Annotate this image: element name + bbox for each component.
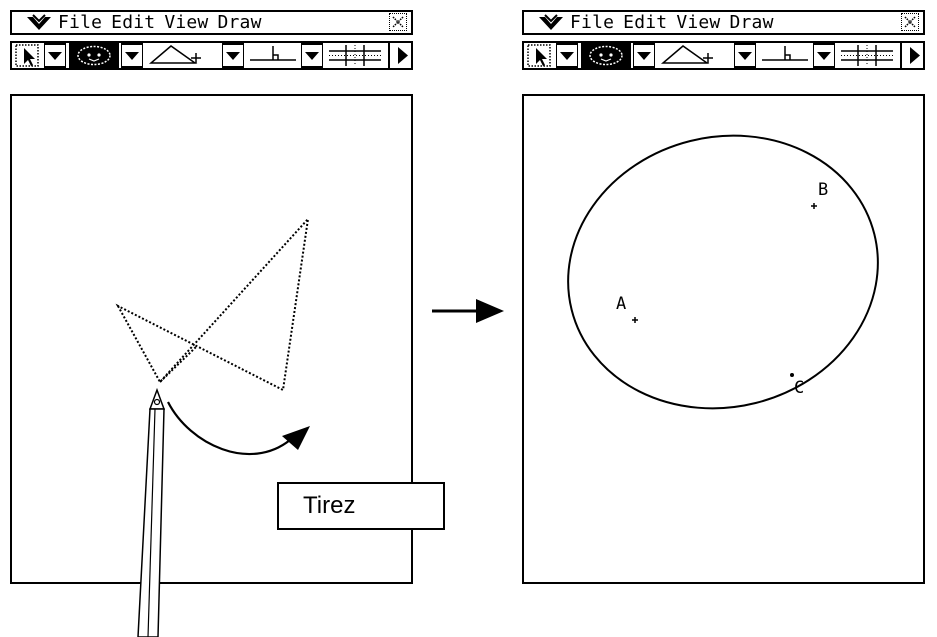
- point-b-label: B: [818, 180, 829, 200]
- menu-draw[interactable]: Draw: [217, 12, 262, 33]
- select-tool-icon[interactable]: [14, 43, 42, 68]
- triangle-tool-icon[interactable]: [145, 43, 221, 68]
- grid-tool-icon[interactable]: [838, 43, 896, 68]
- triangle-tool-icon[interactable]: [657, 43, 733, 68]
- toolbar: [10, 41, 413, 70]
- perpendicular-tool-icon[interactable]: [246, 43, 300, 68]
- menu-draw[interactable]: Draw: [729, 12, 774, 33]
- circle-tool-dropdown-icon[interactable]: [633, 43, 655, 68]
- close-icon[interactable]: [901, 13, 919, 31]
- select-tool-dropdown-icon[interactable]: [44, 43, 66, 68]
- circle-tool-icon[interactable]: [581, 43, 631, 68]
- point-c-marker: [790, 373, 794, 377]
- triangle-tool-dropdown-icon[interactable]: [734, 43, 756, 68]
- point-b-marker: [811, 203, 817, 209]
- play-arrow-icon[interactable]: [905, 43, 923, 68]
- perpendicular-tool-dropdown-icon[interactable]: [813, 43, 835, 68]
- menu-bar: File Edit View Draw: [10, 10, 413, 35]
- circle-tool-dropdown-icon[interactable]: [121, 43, 143, 68]
- menu-logo-icon[interactable]: [26, 14, 52, 32]
- grid-tool-icon[interactable]: [326, 43, 384, 68]
- close-icon[interactable]: [389, 13, 407, 31]
- menu-file[interactable]: File: [570, 12, 615, 33]
- menu-edit[interactable]: Edit: [623, 12, 668, 33]
- ellipse-figure: [567, 134, 879, 410]
- menu-edit[interactable]: Edit: [111, 12, 156, 33]
- circle-tool-icon[interactable]: [69, 43, 119, 68]
- select-tool-dropdown-icon[interactable]: [556, 43, 578, 68]
- play-arrow-icon[interactable]: [393, 43, 411, 68]
- perpendicular-tool-dropdown-icon[interactable]: [301, 43, 323, 68]
- menu-view[interactable]: View: [164, 12, 209, 33]
- menu-file[interactable]: File: [58, 12, 103, 33]
- drawing-canvas[interactable]: B A C: [522, 94, 925, 584]
- right-arrow-icon: [432, 299, 504, 323]
- drag-instruction-label: Tirez: [277, 482, 445, 530]
- menu-logo-icon[interactable]: [538, 14, 564, 32]
- point-a-label: A: [616, 294, 627, 314]
- perpendicular-tool-icon[interactable]: [758, 43, 812, 68]
- menu-view[interactable]: View: [676, 12, 721, 33]
- select-tool-icon[interactable]: [526, 43, 554, 68]
- stylus-pen-icon: [137, 387, 166, 637]
- point-c-label: C: [794, 378, 805, 398]
- menu-bar: File Edit View Draw: [522, 10, 925, 35]
- point-a-marker: [632, 317, 638, 323]
- drag-curve-arrow-icon: [167, 401, 310, 456]
- dotted-triangle-sketch: [115, 215, 310, 392]
- triangle-tool-dropdown-icon[interactable]: [222, 43, 244, 68]
- toolbar: [522, 41, 925, 70]
